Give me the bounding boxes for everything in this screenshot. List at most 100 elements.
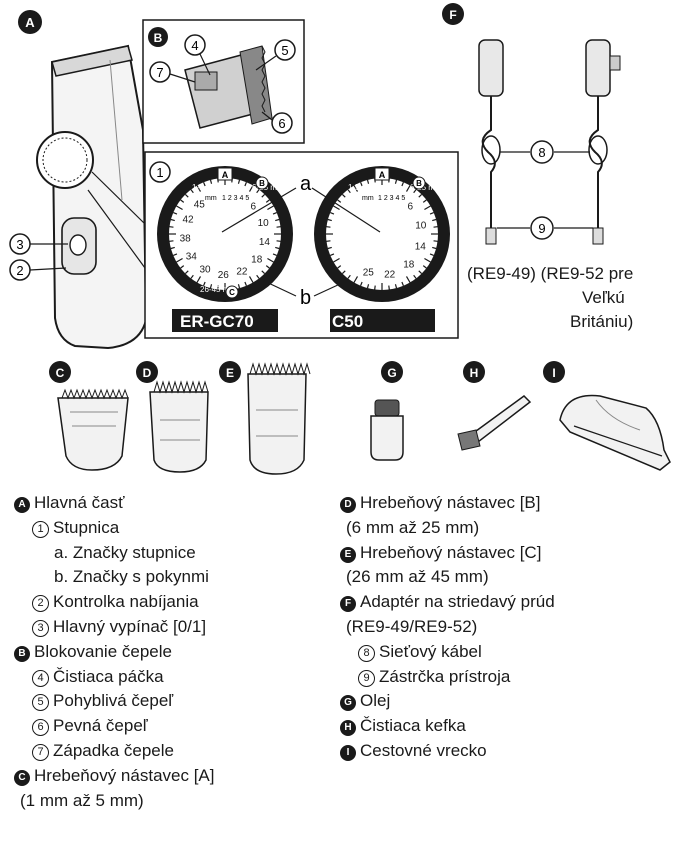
svg-text:1 2 3 4 5: 1 2 3 4 5: [378, 195, 405, 202]
svg-text:1 2 3 4 5: 1 2 3 4 5: [222, 195, 249, 202]
callout-2: 2: [9, 259, 67, 281]
dial-tick: [424, 205, 431, 211]
number-icon: 9: [358, 669, 375, 687]
dial-tick: [360, 281, 363, 286]
svg-text:G: G: [387, 366, 396, 380]
dial-tick: [184, 193, 189, 198]
badge-d: D: [136, 361, 158, 383]
dial-tick: [353, 185, 359, 192]
comb-attachment-c: [247, 362, 311, 475]
dial-tick: [272, 212, 277, 215]
dial-tick: [184, 270, 189, 275]
svg-text:1-5 mm: 1-5 mm: [348, 183, 375, 192]
dial-tick: [203, 281, 206, 286]
dial-tick: [418, 193, 423, 198]
dial-tick: [265, 199, 270, 203]
svg-text:A: A: [25, 15, 35, 30]
dial-number: 22: [236, 266, 248, 277]
svg-text:3: 3: [16, 237, 23, 252]
dial-tick: [272, 253, 277, 256]
badge-icon: D: [340, 497, 356, 513]
svg-text:B: B: [416, 179, 422, 188]
adapter-caption-line-3: Britániu): [570, 312, 634, 331]
dial-tick: [413, 274, 417, 279]
legend-text: Zástrčka prístroja: [379, 666, 511, 686]
dial-tick: [347, 274, 351, 279]
legend-text: Hlavný vypínač [0/1]: [53, 616, 207, 636]
callout-9: 9: [497, 216, 593, 240]
badge-a: A: [18, 10, 42, 34]
callout-3: 3: [9, 233, 68, 255]
legend-text: Stupnica: [53, 517, 120, 537]
dial-tick: [209, 284, 213, 289]
legend-text: Cestovné vrecko: [360, 740, 487, 760]
legend-row: (RE9-49/RE9-52): [340, 615, 555, 640]
dial-tick: [394, 179, 398, 184]
dial-number: 14: [259, 237, 271, 248]
model-bar-right: C50: [330, 309, 435, 332]
comb-attachment-a: [57, 388, 129, 471]
dial-tick: [275, 218, 280, 222]
badge-icon: B: [14, 645, 30, 662]
svg-text:C50: C50: [332, 312, 363, 331]
badge-icon: F: [340, 596, 356, 613]
dial-tick: [173, 212, 178, 215]
adapter-left: [478, 39, 504, 245]
dial-tick: [433, 240, 438, 242]
legend-text: (6 mm až 25 mm): [346, 517, 480, 537]
dial-tick: [265, 265, 270, 269]
svg-text:9: 9: [538, 221, 545, 236]
number-icon: 8: [358, 644, 375, 662]
dial-number: 42: [182, 215, 194, 226]
dial-tick: [209, 179, 213, 184]
dial-tick: [261, 193, 266, 198]
dial-tick: [337, 265, 342, 269]
svg-text:A: A: [222, 170, 229, 180]
dial-tick: [267, 257, 274, 263]
callout-1: 1: [149, 161, 171, 183]
svg-text:I: I: [552, 366, 555, 380]
svg-text:1-5 mm: 1-5 mm: [192, 183, 219, 192]
number-icon: 1: [32, 520, 49, 538]
dial-tick: [374, 285, 376, 290]
model-bar-left: ER-GC70: [172, 309, 278, 332]
dial-tick: [326, 226, 331, 228]
dial-tick: [170, 218, 175, 222]
dial-tick: [330, 253, 335, 256]
dial-tick: [360, 182, 363, 187]
legend-text: Hrebeňový nástavec [A]: [34, 765, 215, 785]
svg-text:F: F: [449, 8, 456, 22]
dial-tick: [237, 179, 241, 184]
dial-tick: [173, 253, 178, 256]
legend-text: Západka čepele: [53, 740, 174, 760]
dial-tick: [330, 212, 335, 215]
dial-number: 22: [384, 269, 396, 280]
svg-text:B: B: [259, 179, 265, 188]
dial-tick: [394, 284, 398, 289]
legend-text: Adaptér na striedavý prúd: [360, 592, 555, 612]
badge-icon: G: [340, 695, 356, 712]
svg-text:E: E: [226, 366, 234, 380]
trimmer-body: [36, 44, 148, 350]
svg-text:mm: mm: [205, 195, 217, 202]
svg-text:b: b: [300, 287, 311, 309]
number-icon: 6: [32, 719, 49, 737]
badge-icon: C: [14, 769, 30, 786]
legend-row: (6 mm až 25 mm): [340, 516, 555, 541]
svg-text:1: 1: [156, 165, 163, 180]
legend-text: Čistiaca páčka: [53, 666, 164, 686]
dial-number: 18: [251, 254, 263, 265]
callout-6: 6: [261, 111, 293, 134]
dial-tick: [180, 265, 185, 269]
dial-tick: [337, 199, 342, 203]
